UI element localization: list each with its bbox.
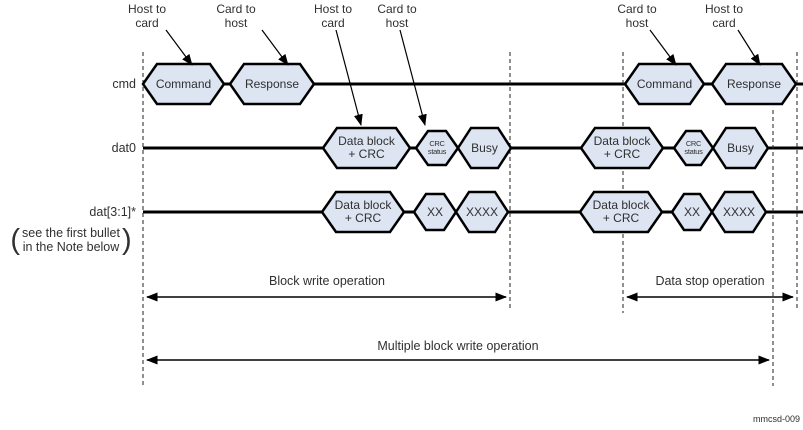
hexagon-label-dat31-datablock-2: Data block + CRC bbox=[592, 198, 650, 225]
hexagon-dat0-busy-1 bbox=[456, 126, 513, 170]
leader-arrow-host-to-card-3 bbox=[737, 29, 761, 66]
figure-id: mmcsd-009 bbox=[752, 414, 800, 424]
hexagon-label-dat31-xxxx-2: XXXX bbox=[722, 204, 755, 219]
hexagon-dat0-datablock-2 bbox=[579, 126, 665, 170]
hexagon-dat31-datablock-1 bbox=[320, 190, 406, 234]
direction-label-card-to-host-2: Card to host bbox=[377, 2, 417, 30]
hexagon-cmd-response-2 bbox=[710, 62, 798, 106]
direction-label-host-to-card-1: Host to card bbox=[127, 2, 166, 30]
hexagon-dat0-busy-2 bbox=[711, 126, 770, 170]
leader-arrow-card-to-host-3 bbox=[649, 29, 677, 66]
leader-arrow-card-to-host-2 bbox=[399, 29, 427, 126]
signal-label-dat0: dat0 bbox=[111, 141, 136, 155]
hexagon-label-dat31-xxxx-1: XXXX bbox=[465, 204, 498, 219]
block-write-operation-label: Block write operation bbox=[268, 274, 386, 288]
leader-arrow-host-to-card-2 bbox=[335, 29, 363, 126]
direction-label-host-to-card-2: Host to card bbox=[313, 2, 352, 30]
direction-label-card-to-host-1: Card to host bbox=[216, 2, 256, 30]
hexagon-label-dat31-xx-1: XX bbox=[426, 204, 443, 219]
data-stop-operation-label: Data stop operation bbox=[655, 274, 765, 288]
hexagon-dat0-datablock-1 bbox=[321, 126, 412, 170]
leader-arrow-card-to-host-1 bbox=[261, 29, 289, 66]
hexagon-label-dat0-datablock-2: Data block + CRC bbox=[593, 134, 651, 161]
note-reference: ( see the first bullet in the Note below… bbox=[0, 222, 142, 258]
signal-label-cmd: cmd bbox=[112, 77, 136, 91]
hexagon-label-dat0-crcstatus-1: CRC status bbox=[427, 139, 447, 156]
multiple-block-write-operation-label: Multiple block write operation bbox=[377, 339, 539, 353]
hexagon-label-dat31-datablock-1: Data block + CRC bbox=[334, 198, 392, 225]
hexagon-label-command-1: Command bbox=[155, 76, 212, 91]
hexagon-label-dat0-busy-2: Busy bbox=[727, 140, 754, 155]
hexagon-cmd-response-1 bbox=[228, 62, 316, 106]
signal-label-dat31: dat[3:1]* bbox=[89, 205, 136, 219]
hexagon-cmd-command-2 bbox=[623, 62, 706, 106]
hexagon-label-dat0-datablock-1: Data block + CRC bbox=[338, 134, 395, 161]
hexagon-dat31-xxxx-1 bbox=[454, 190, 510, 234]
note-open-paren: ( bbox=[10, 224, 21, 256]
hexagon-label-response-2: Response bbox=[726, 76, 782, 91]
hexagon-label-command-2: Command bbox=[636, 76, 693, 91]
hexagon-label-dat0-busy-1: Busy bbox=[471, 140, 498, 155]
hexagon-dat31-datablock-2 bbox=[578, 190, 664, 234]
hexagon-label-dat31-xx-2: XX bbox=[683, 204, 700, 219]
direction-label-host-to-card-3: Host to card bbox=[704, 2, 743, 30]
note-text: see the first bullet in the Note below bbox=[22, 226, 120, 254]
leader-arrow-host-to-card-1 bbox=[165, 29, 193, 66]
note-close-paren: ) bbox=[121, 224, 132, 256]
hexagon-label-dat0-crcstatus-2: CRC status bbox=[684, 139, 703, 156]
direction-label-card-to-host-3: Card to host bbox=[617, 2, 657, 30]
hexagon-dat31-xxxx-2 bbox=[710, 190, 768, 234]
hexagon-cmd-command-1 bbox=[141, 62, 226, 106]
hexagon-label-response-1: Response bbox=[244, 76, 300, 91]
